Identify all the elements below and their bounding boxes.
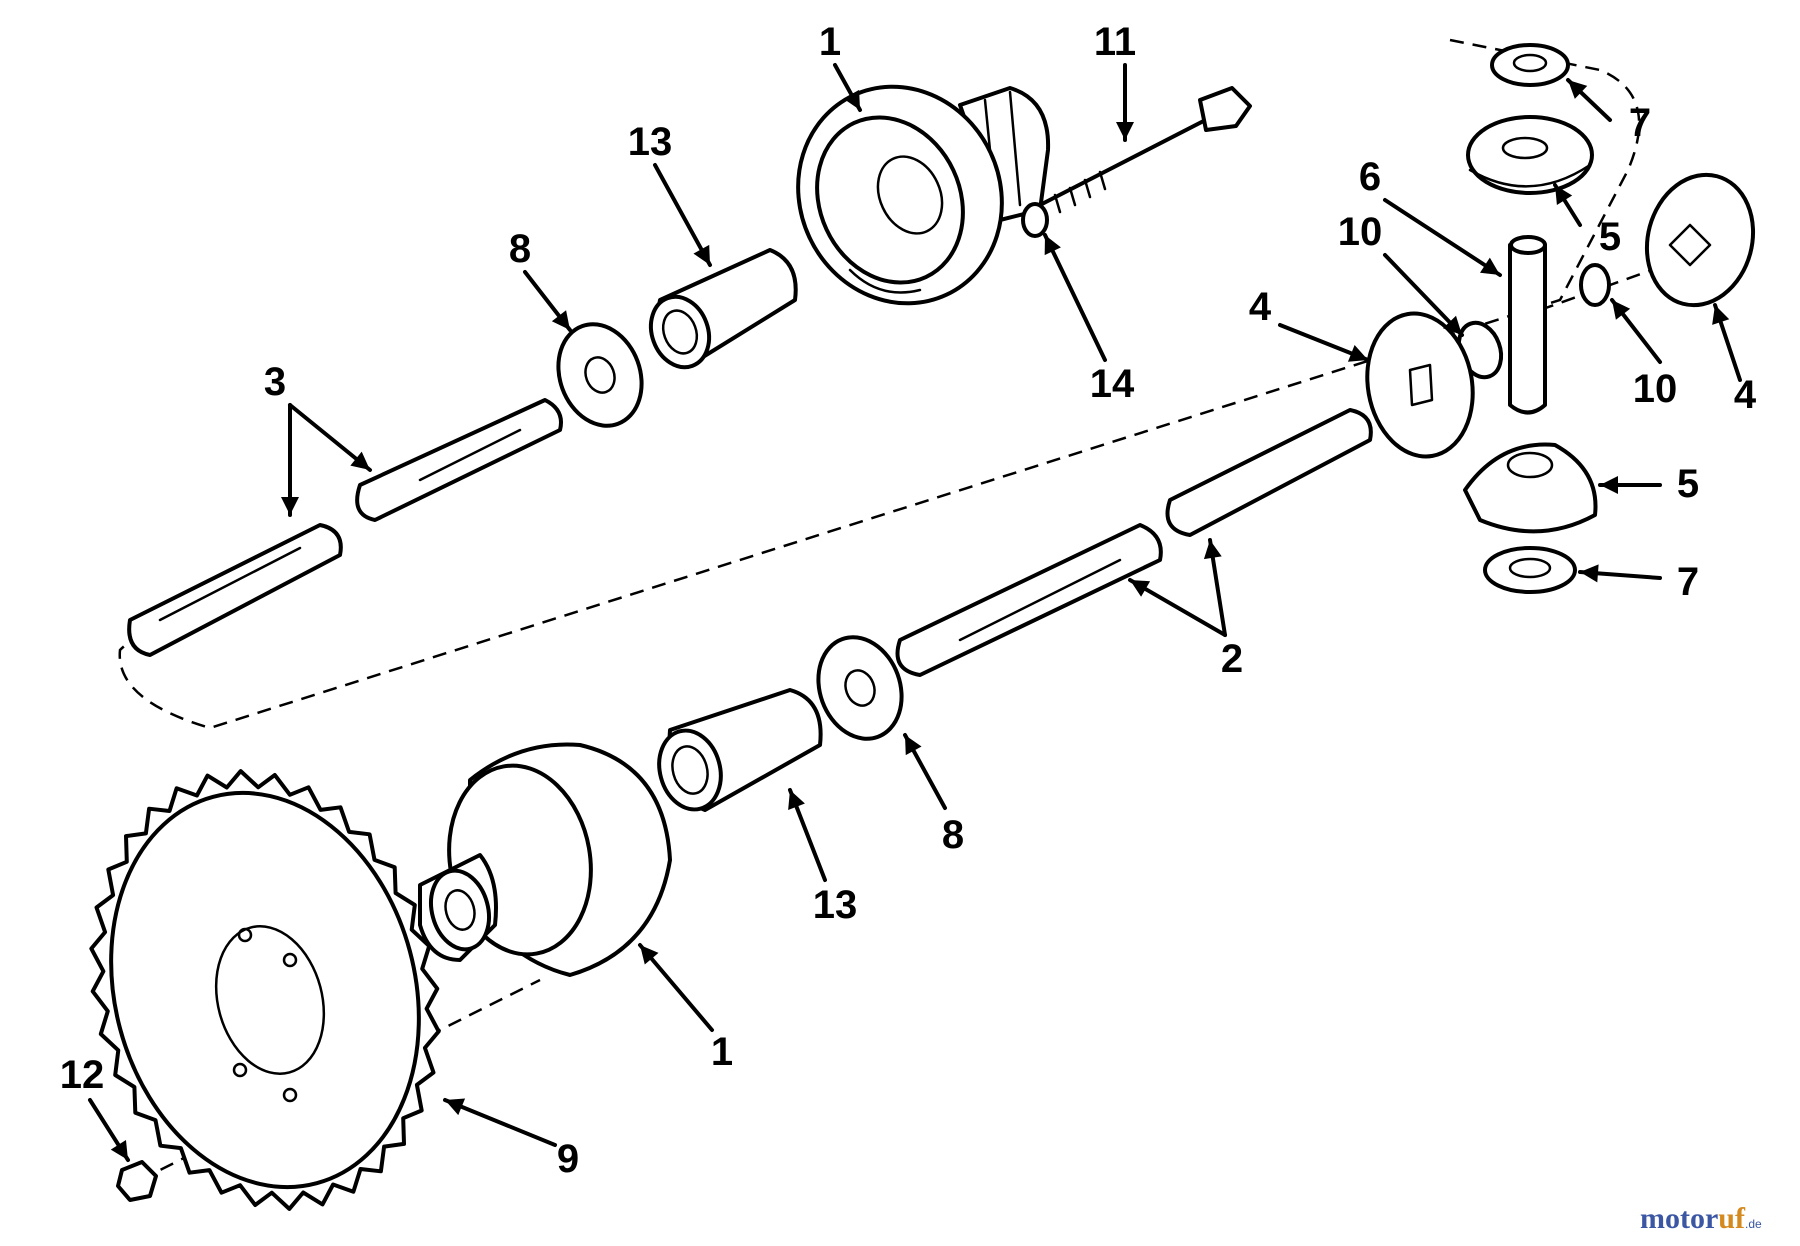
washer-top [1490,43,1570,87]
axle-left [127,398,563,657]
leader-arrows [88,63,1742,1162]
svg-text:motoruf.de: motoruf.de [1640,1202,1762,1235]
callout-axle-right: 2 [1221,637,1243,681]
callout-gear-small-bottom: 5 [1677,462,1699,506]
arrow-axle-left-b-head [350,451,370,470]
arrow-lock-washer [1043,233,1107,362]
arrow-axle-right-a-head [1130,580,1151,597]
callout-axle-left: 3 [264,360,286,404]
arrow-pin-head [1480,257,1500,275]
arrow-axle-right-a [1128,578,1227,637]
arrow-gear-large-right-head [1712,305,1730,325]
gear-small-bottom [1463,442,1598,534]
axle-right [895,408,1373,677]
callout-lock-washer: 14 [1090,362,1135,406]
arrow-lock-washer-head [1044,235,1061,256]
lock-washer [1021,202,1049,238]
sprocket [89,769,441,1211]
watermark-part1: motor [1640,1202,1718,1235]
housing-top [796,84,1051,306]
arrow-retaining-ring-left [1383,253,1464,337]
arrow-housing-bottom [638,943,714,1032]
arrow-washer-top-head [1568,80,1588,99]
callout-thrust-washer-top: 8 [509,227,531,271]
callout-gear-large-left: 4 [1249,285,1272,329]
housing-bottom [418,742,672,977]
callout-sprocket: 9 [557,1137,579,1181]
arrow-bushing-bottom-head [788,790,805,811]
callout-gear-large-right: 4 [1734,373,1757,417]
arrow-retaining-ring-left-head [1443,315,1462,335]
gear-large-left [1365,311,1475,459]
arrow-axle-right-b-head [1203,540,1222,560]
arrow-housing-top-head [843,89,860,110]
arrow-gear-small-bottom-head [1600,476,1618,494]
arrow-bolt-head [1116,122,1134,140]
arrow-thrust-washer-bottom-head [905,735,922,756]
arrow-housing-bottom-head [640,945,659,965]
arrow-gear-small-top-head [1555,185,1573,206]
arrow-sprocket [443,1098,557,1147]
callout-labels: 1 1 2 3 4 4 5 5 6 7 7 8 8 9 10 10 11 12 … [60,20,1757,1181]
arrow-thrust-washer-top-head [551,310,570,330]
arrow-bushing-top-head [693,244,710,265]
thrust-washer-bottom [816,635,904,741]
gear-large-right [1644,172,1756,308]
arrow-nut-head [110,1139,128,1160]
watermark-suffix: .de [1745,1217,1762,1231]
retaining-ring-right [1579,263,1611,307]
callout-gear-small-top: 5 [1599,215,1621,259]
callout-retaining-ring-left: 10 [1338,210,1383,254]
callout-washer-top: 7 [1629,101,1651,145]
arrow-retaining-ring-right-head [1612,300,1631,320]
callout-bushing-top: 13 [628,120,673,164]
bushing-bottom [657,688,823,812]
pin [1508,235,1547,415]
bolt [1038,86,1252,214]
arrow-axle-left-a-head [281,497,299,515]
bushing-top [648,248,798,370]
gear-small-top [1466,115,1594,195]
callout-washer-bottom: 7 [1677,560,1699,604]
arrow-pin [1383,198,1502,277]
callout-bushing-bottom: 13 [813,883,858,927]
callout-nut: 12 [60,1053,105,1097]
assembly-outline [118,38,1641,730]
nut [116,1160,158,1202]
watermark-part2: uf [1718,1202,1746,1235]
arrow-washer-bottom-head [1580,564,1599,583]
thrust-washer-top [556,322,644,428]
arrow-sprocket-head [445,1098,466,1116]
callout-thrust-washer-bottom: 8 [942,813,964,857]
callout-retaining-ring-right: 10 [1633,367,1678,411]
callout-bolt: 11 [1094,20,1136,64]
watermark-logo: motoruf.de [1640,1202,1762,1235]
washer-bottom [1483,546,1577,594]
callout-housing-bottom: 1 [711,1030,733,1074]
arrow-gear-large-left-head [1347,344,1368,362]
arrow-bushing-top [653,163,712,267]
callout-housing-top: 1 [819,20,841,64]
callout-pin: 6 [1359,155,1381,199]
